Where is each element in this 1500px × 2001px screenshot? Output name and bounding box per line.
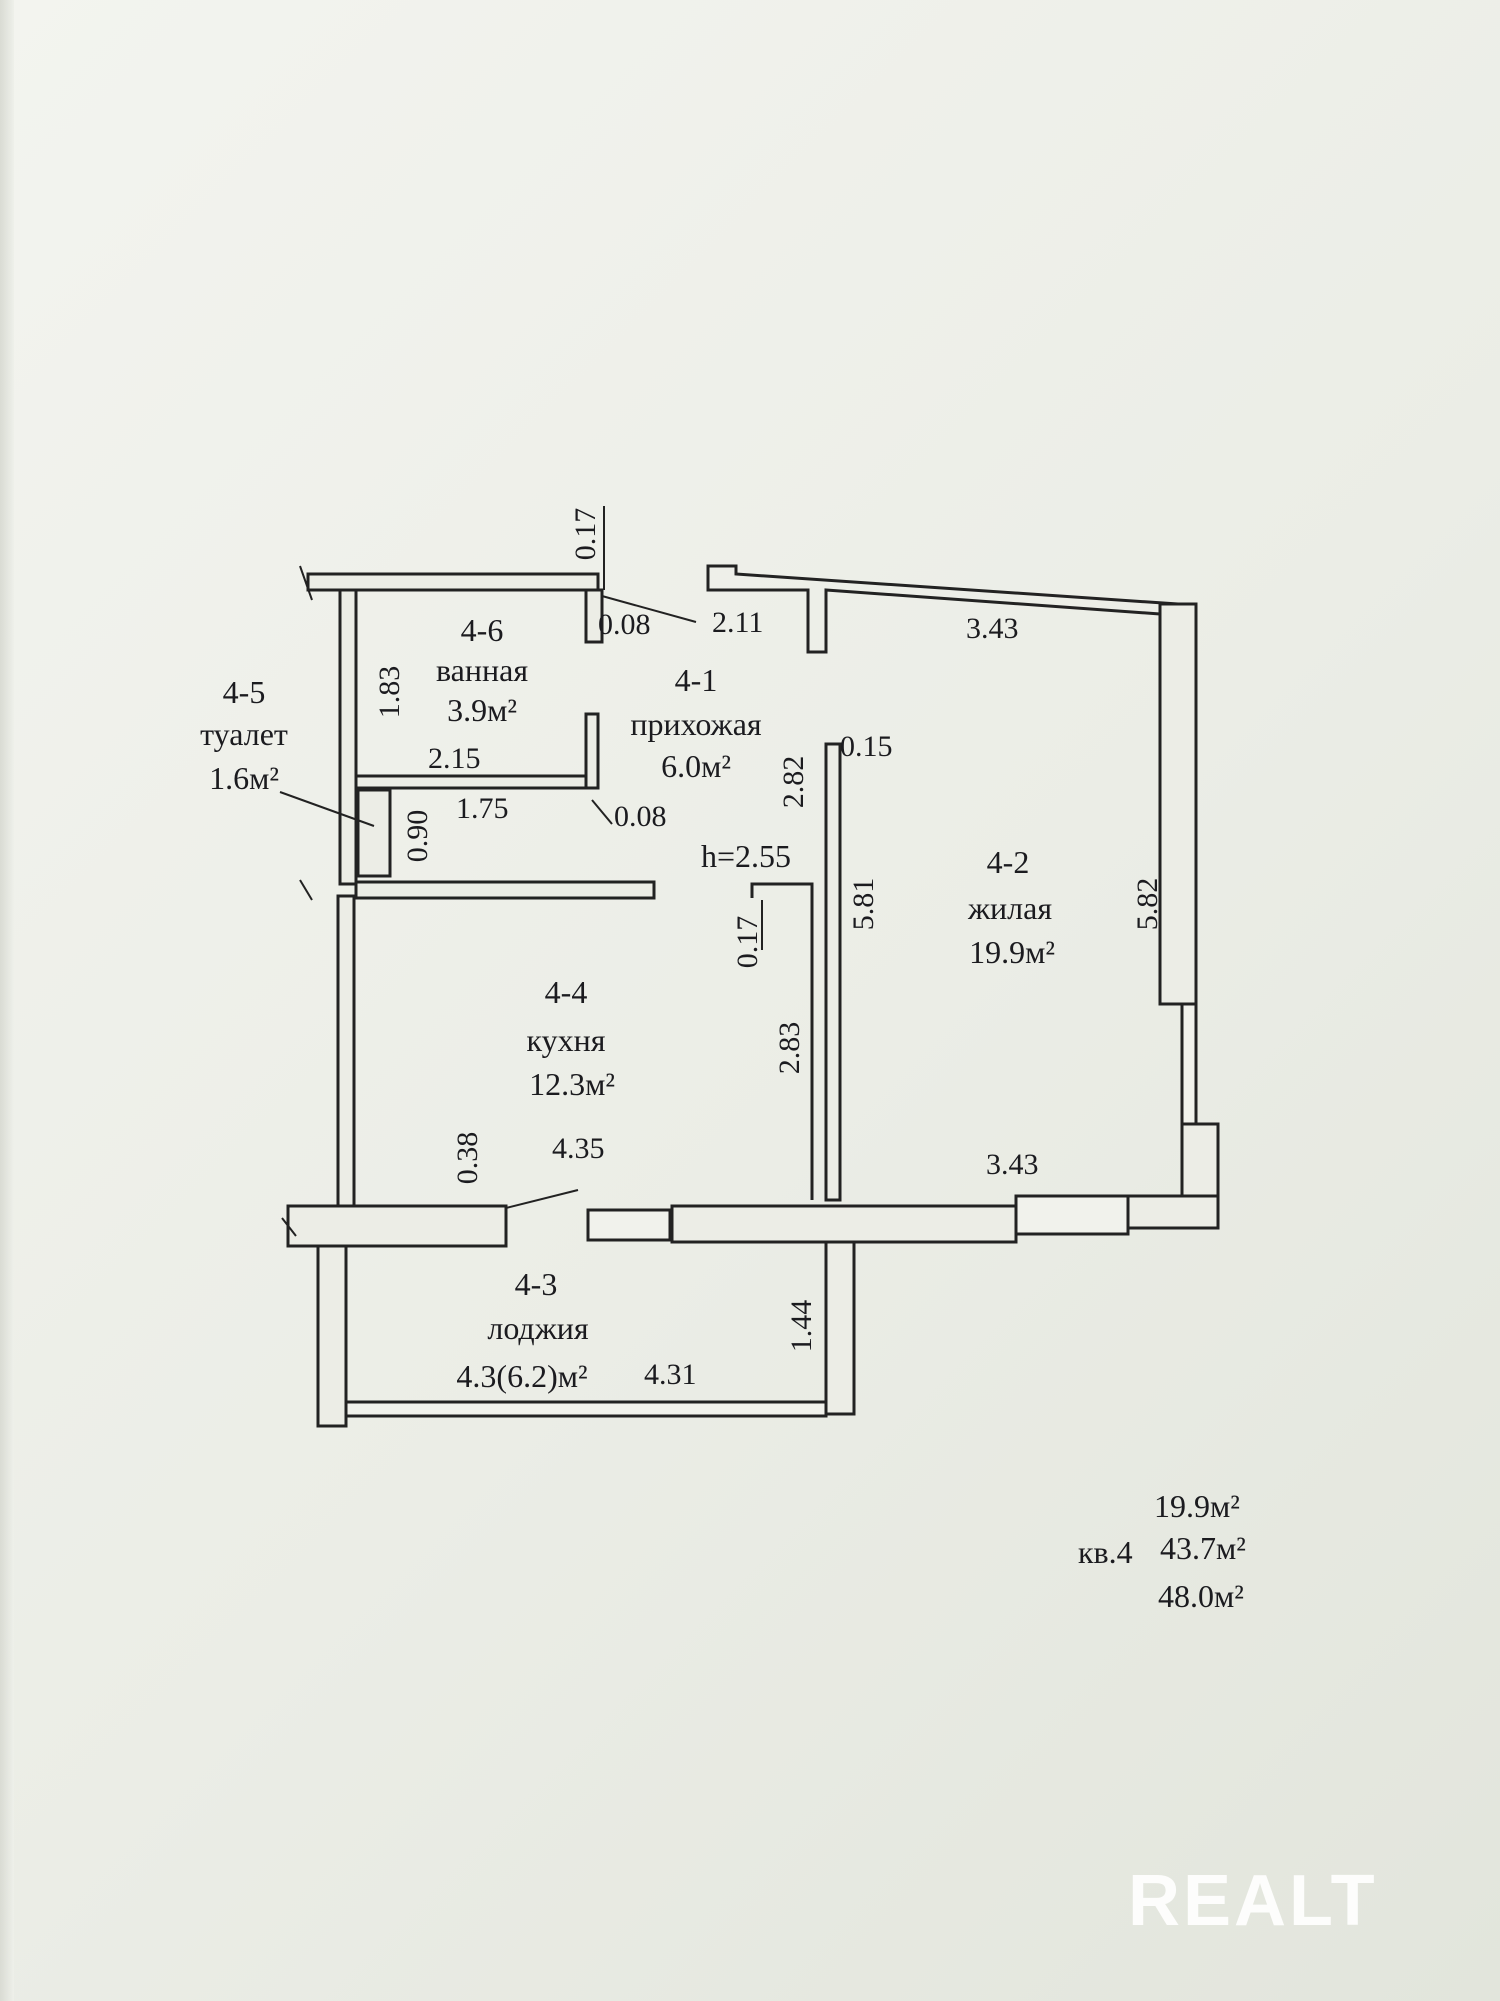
page-edge — [0, 0, 14, 2001]
dim-582: 5.82 — [1131, 877, 1164, 931]
window-right — [1180, 1002, 1198, 1126]
break-mark-left — [299, 879, 313, 901]
dim-211: 2.11 — [712, 606, 764, 639]
wall-partition-215 — [354, 774, 600, 790]
room-kitchen-number: 4-4 — [544, 974, 588, 1010]
wall-bottom-middle — [670, 1204, 1018, 1244]
room-hallway-height: h=2.55 — [700, 838, 792, 874]
room-living-area: 19.9м² — [969, 934, 1055, 970]
dim-038: 0.38 — [451, 1131, 484, 1185]
break-mark-top-left — [299, 565, 313, 601]
wall-left-upper — [338, 588, 358, 886]
wall-top-right-inner — [706, 572, 1161, 654]
dim-008-b: 0.08 — [614, 800, 667, 833]
wall-loggia-bottom — [344, 1400, 828, 1418]
dim-090: 0.90 — [401, 809, 434, 863]
leader-008-b — [591, 799, 613, 825]
room-kitchen-name: кухня — [526, 1022, 606, 1058]
leader-435 — [505, 1189, 579, 1209]
wall-partition-vertical — [584, 712, 600, 790]
dim-015: 0.15 — [840, 730, 893, 763]
room-loggia-name: лоджия — [487, 1310, 589, 1346]
room-bathroom-name: ванная — [435, 652, 529, 688]
summary-living-area: 19.9м² — [1154, 1488, 1240, 1524]
wall-loggia-left — [316, 1244, 348, 1428]
wall-left-lower — [336, 894, 356, 1208]
summary-apartment: кв.4 — [1078, 1534, 1133, 1570]
wall-loggia-right — [824, 1240, 856, 1416]
room-kitchen-area: 12.3м² — [529, 1066, 615, 1102]
break-mark-bottom-left — [281, 1217, 297, 1237]
window-bottom — [1014, 1194, 1130, 1236]
wall-stub-bathroom — [584, 588, 604, 644]
room-toilet-number: 4-5 — [222, 674, 266, 710]
dim-581: 5.81 — [847, 877, 880, 931]
room-hallway-name: прихожая — [630, 706, 762, 742]
wall-kitchen-stub — [750, 882, 814, 1200]
dim-343-top: 3.43 — [966, 612, 1019, 645]
summary-total-with-loggia: 48.0м² — [1158, 1578, 1244, 1614]
dim-215: 2.15 — [428, 742, 481, 775]
room-hallway-number: 4-1 — [674, 662, 718, 698]
summary-total-area: 43.7м² — [1160, 1530, 1246, 1566]
room-bathroom-area: 3.9м² — [447, 692, 517, 728]
dim-183: 1.83 — [373, 665, 406, 719]
realt-watermark: REALT — [1128, 1861, 1378, 1941]
room-living-number: 4-2 — [986, 844, 1030, 880]
wall-bottom-left — [286, 1204, 508, 1248]
room-loggia-number: 4-3 — [514, 1266, 558, 1302]
balcony-door — [586, 1208, 672, 1242]
wall-right-upper — [1158, 602, 1198, 1006]
dim-017-top: 0.17 — [569, 507, 602, 561]
dim-283: 2.83 — [773, 1021, 806, 1075]
wall-top-right-outer — [706, 564, 1179, 606]
room-bathroom-number: 4-6 — [460, 612, 504, 648]
room-hallway-area: 6.0м² — [661, 748, 731, 784]
room-loggia-area: 4.3(6.2)м² — [456, 1358, 588, 1394]
dim-282: 2.82 — [777, 755, 810, 809]
wall-bottom-right — [1126, 1194, 1220, 1230]
dim-144: 1.44 — [785, 1299, 818, 1353]
dim-175: 1.75 — [456, 792, 509, 825]
dim-435: 4.35 — [552, 1132, 605, 1165]
leader-211 — [601, 595, 697, 623]
dim-017-mid: 0.17 — [731, 915, 764, 969]
wall-kitchen-top — [354, 880, 656, 900]
wall-top-left — [306, 572, 600, 592]
toilet-door — [356, 788, 392, 878]
dim-431: 4.31 — [644, 1358, 697, 1391]
room-living-name: жилая — [967, 890, 1053, 926]
room-toilet-name: туалет — [200, 716, 288, 752]
dim-008-a: 0.08 — [598, 608, 651, 641]
wall-living-left — [824, 742, 842, 1202]
leader-toilet — [279, 791, 375, 827]
room-toilet-area: 1.6м² — [209, 760, 279, 796]
dim-343-bottom: 3.43 — [986, 1148, 1039, 1181]
